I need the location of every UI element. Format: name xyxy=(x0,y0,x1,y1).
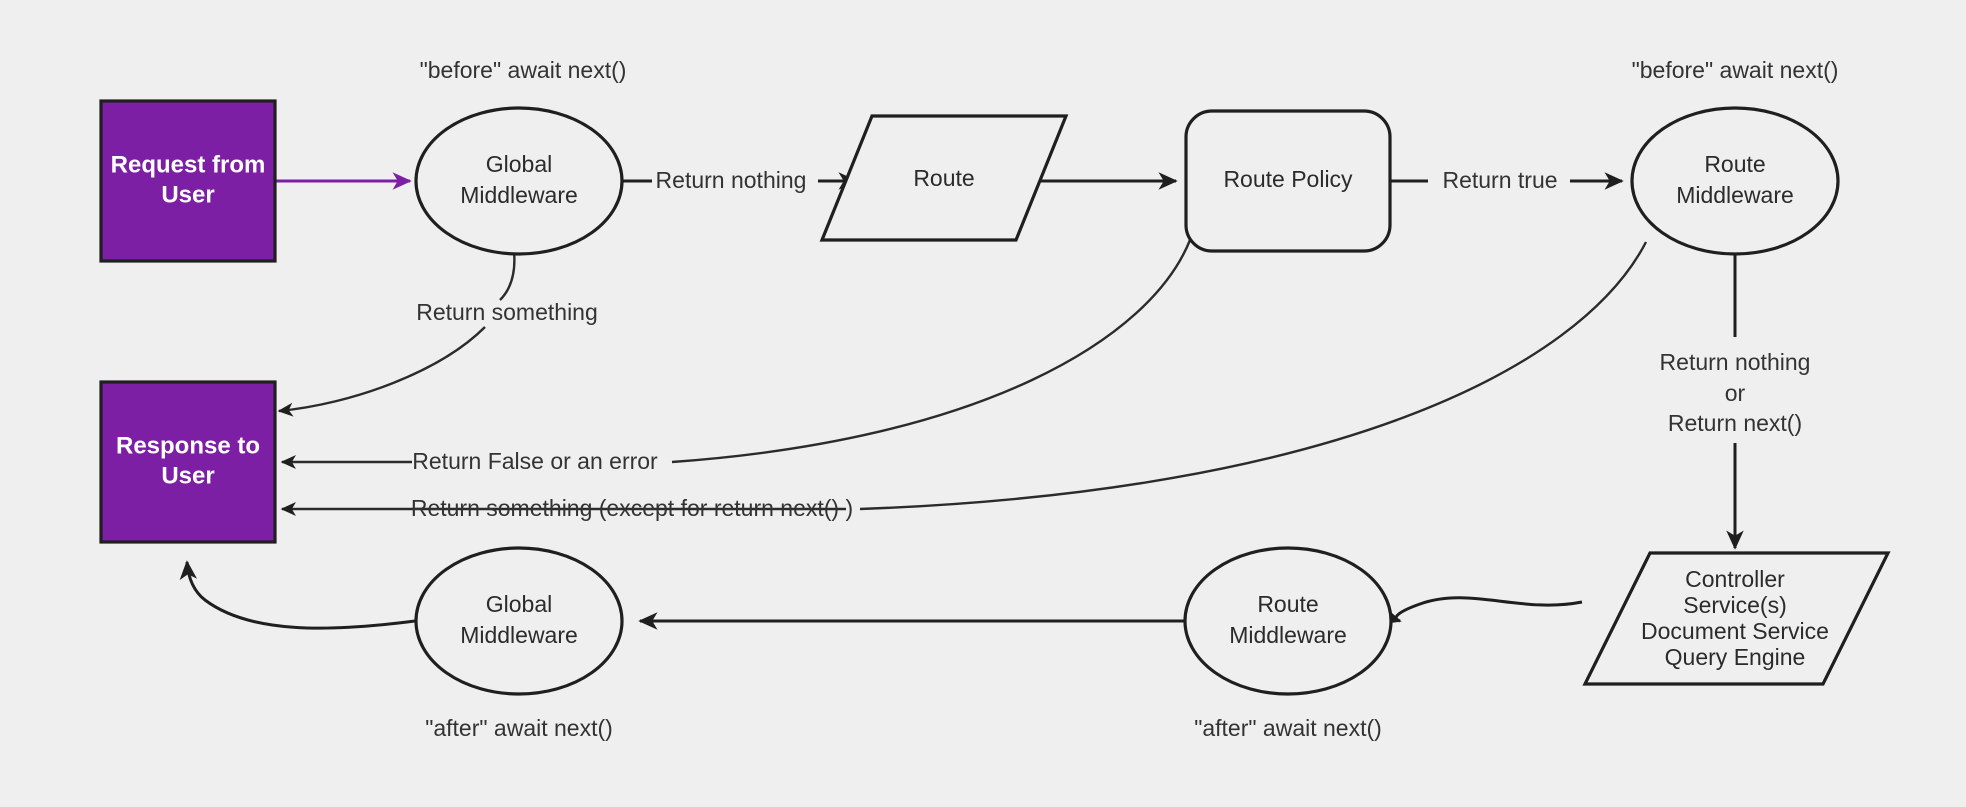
node-route-policy[interactable]: Route Policy xyxy=(1184,109,1392,253)
annotation-before-await-next-route: "before" await next() xyxy=(1632,57,1839,83)
edge-label-return-something: Return something xyxy=(416,299,598,325)
edge-global-middleware-after-to-response xyxy=(179,560,416,630)
node-global-middleware-before[interactable]: Global Middleware xyxy=(414,106,624,256)
node-route[interactable]: Route xyxy=(819,114,1069,242)
annotation-before-await-next-global: "before" await next() xyxy=(420,57,627,83)
annotation-after-await-next-global: "after" await next() xyxy=(425,715,613,741)
node-route-middleware-after[interactable]: Route Middleware xyxy=(1183,546,1393,696)
node-global-middleware-after[interactable]: Global Middleware xyxy=(414,546,624,696)
handler-label-services: Service(s) xyxy=(1683,592,1787,618)
edge-global-middleware-to-response: Return something xyxy=(277,236,598,417)
node-route-middleware-before[interactable]: Route Middleware xyxy=(1630,106,1840,256)
route-policy-label: Route Policy xyxy=(1223,166,1353,192)
response-to-user-label-line1: Response to xyxy=(116,432,260,459)
node-handler[interactable]: Controller Service(s) Document Service Q… xyxy=(1582,551,1891,686)
handler-label-query-engine: Query Engine xyxy=(1665,644,1806,670)
route-middleware-before-label-line2: Middleware xyxy=(1676,182,1794,208)
annotation-after-await-next-route: "after" await next() xyxy=(1194,715,1382,741)
route-label: Route xyxy=(913,165,974,191)
route-middleware-after-label-line2: Middleware xyxy=(1229,622,1347,648)
response-to-user-label-line2: User xyxy=(161,462,214,489)
edge-label-or-line2: or xyxy=(1725,380,1746,406)
edge-label-return-nothing-line1: Return nothing xyxy=(1660,349,1811,375)
global-middleware-after-label-line1: Global xyxy=(486,591,552,617)
edge-label-return-true: Return true xyxy=(1442,167,1557,193)
edge-label-return-false-or-error: Return False or an error xyxy=(412,448,658,474)
route-middleware-before-label-line1: Route xyxy=(1704,151,1765,177)
edge-label-return-next-line3: Return next() xyxy=(1668,410,1802,436)
handler-label-document-service: Document Service xyxy=(1641,618,1829,644)
global-middleware-after-label-line2: Middleware xyxy=(460,622,578,648)
request-from-user-label-line1: Request from xyxy=(111,151,266,178)
node-request-from-user[interactable]: Request from User xyxy=(99,99,277,263)
edge-global-middleware-to-route: Return nothing xyxy=(622,167,858,193)
global-middleware-before-label-line2: Middleware xyxy=(460,182,578,208)
request-from-user-label-line2: User xyxy=(161,181,214,208)
node-response-to-user[interactable]: Response to User xyxy=(99,380,277,544)
edge-handler-to-route-middleware-after xyxy=(1380,596,1583,625)
edge-route-middleware-to-handler: Return nothing or Return next() xyxy=(1660,240,1811,550)
global-middleware-before-label-line1: Global xyxy=(486,151,552,177)
edge-route-policy-to-route-middleware: Return true xyxy=(1390,167,1624,193)
edge-route-policy-to-response: Return False or an error xyxy=(280,239,1192,474)
edge-route-middleware-to-response: Return something (except for return next… xyxy=(280,241,1648,521)
edge-label-return-nothing: Return nothing xyxy=(656,167,807,193)
handler-label-controller: Controller xyxy=(1685,566,1785,592)
edge-label-return-something-except: Return something (except for return next… xyxy=(411,495,853,521)
route-middleware-after-label-line1: Route xyxy=(1257,591,1318,617)
